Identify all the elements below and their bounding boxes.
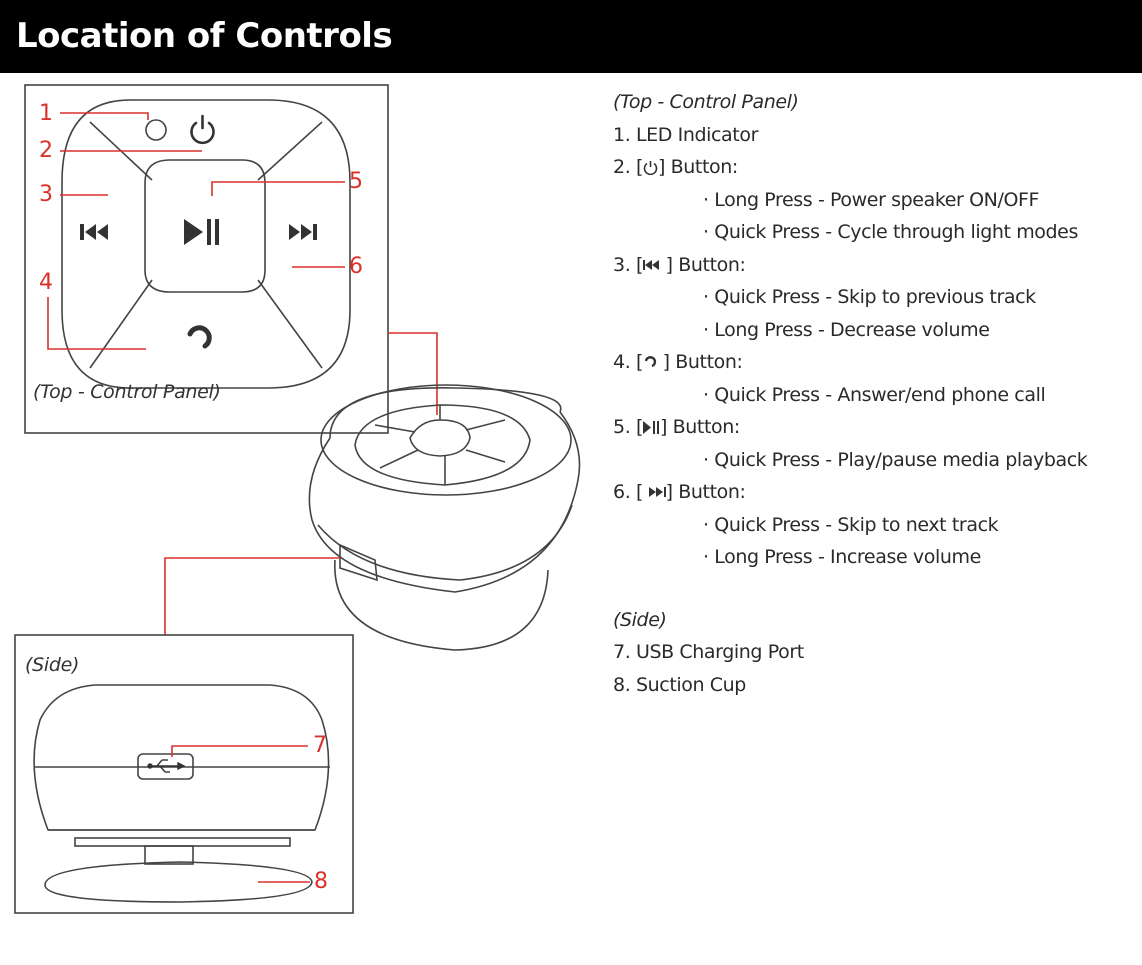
- legend-item-1: 1. LED Indicator: [613, 123, 758, 146]
- callout-4: 4: [39, 270, 53, 295]
- usb-icon: [147, 759, 186, 773]
- next-track-icon: [648, 487, 666, 497]
- header-bar: [0, 0, 1142, 73]
- legend-item-2-bullet-2: · Quick Press - Cycle through light mode…: [703, 221, 1078, 243]
- legend-item-5-suffix: ] Button:: [659, 416, 740, 438]
- power-icon: [643, 161, 658, 176]
- callout-1: 1: [39, 101, 53, 126]
- suction-cup: [44, 861, 313, 903]
- led-indicator-icon: [145, 119, 167, 141]
- legend-item-3-suffix: ] Button:: [659, 253, 746, 276]
- play-pause-icon: [184, 219, 219, 245]
- page-title: Location of Controls: [16, 16, 393, 56]
- previous-track-icon: [642, 259, 659, 270]
- legend-item-2: 2. [ ] Button:: [613, 151, 1133, 184]
- legend-item-4: 4. [ ] Button:: [613, 346, 1133, 379]
- callout-8: 8: [314, 869, 328, 894]
- play-pause-icon: [642, 421, 659, 434]
- legend-item-4-prefix: 4. [: [613, 351, 643, 373]
- legend-item-3-bullet-2: · Long Press - Decrease volume: [703, 318, 990, 341]
- legend-item-3-prefix: 3. [: [613, 253, 643, 276]
- legend-side-caption: (Side): [613, 608, 667, 631]
- legend-item-7: 7. USB Charging Port: [613, 641, 804, 663]
- legend-item-4-suffix: ] Button:: [656, 351, 743, 373]
- legend-item-5-prefix: 5. [: [613, 416, 643, 438]
- legend-item-2-prefix: 2. [: [613, 156, 643, 178]
- legend-item-3-bullet-1: · Quick Press - Skip to previous track: [703, 286, 1036, 308]
- callout-5: 5: [349, 169, 363, 194]
- legend-item-2-suffix: ] Button:: [657, 156, 738, 178]
- next-track-icon: [289, 224, 317, 240]
- side-panel-caption: (Side): [25, 654, 80, 676]
- legend-item-4-bullet-1: · Quick Press - Answer/end phone call: [703, 383, 1046, 406]
- previous-track-icon: [80, 224, 108, 240]
- legend-item-6-bullet-1: · Quick Press - Skip to next track: [703, 513, 999, 536]
- side-panel-frame: [14, 634, 354, 914]
- phone-call-icon: [644, 356, 657, 368]
- legend-item-8: 8. Suction Cup: [613, 673, 746, 696]
- legend-item-6-suffix: ] Button:: [665, 481, 746, 503]
- legend-item-5: 5. [ ] Button:: [613, 411, 1133, 444]
- controls-legend: (Top - Control Panel) 1. LED Indicator 2…: [613, 86, 1133, 701]
- legend-item-3: 3. [ ] Button:: [613, 249, 1133, 282]
- legend-item-2-bullet-1: · Long Press - Power speaker ON/OFF: [703, 188, 1040, 211]
- keypad-outline: [61, 99, 351, 389]
- legend-item-6-bullet-2: · Long Press - Increase volume: [703, 546, 981, 568]
- callout-7: 7: [313, 733, 327, 758]
- callout-2: 2: [39, 138, 53, 163]
- center-button-outline: [144, 159, 266, 293]
- legend-item-6: 6. [ ] Button:: [613, 476, 1133, 509]
- callout-3: 3: [39, 182, 53, 207]
- phone-call-icon: [187, 325, 212, 349]
- legend-item-6-prefix: 6. [: [613, 481, 649, 503]
- legend-item-5-bullet-1: · Quick Press - Play/pause media playbac…: [703, 448, 1088, 471]
- speaker-illustration: [308, 384, 581, 651]
- top-panel-frame: [24, 84, 389, 434]
- top-panel-caption: (Top - Control Panel): [33, 381, 221, 403]
- legend-top-caption: (Top - Control Panel): [613, 91, 799, 113]
- callout-6: 6: [349, 254, 363, 279]
- power-icon: [190, 114, 215, 145]
